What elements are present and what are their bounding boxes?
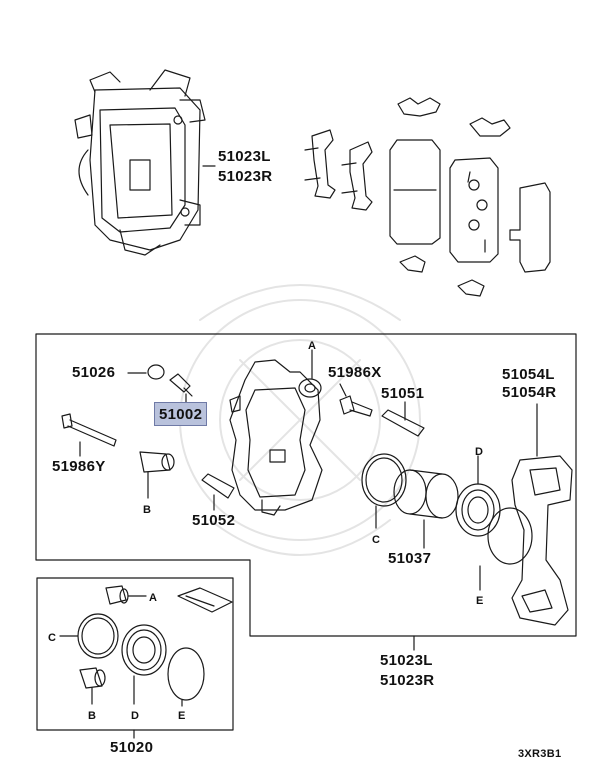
caliper-body (229, 359, 323, 516)
caliper-assembly-drawing (74, 69, 206, 256)
piston (393, 469, 459, 549)
kit-boot-a (105, 585, 147, 605)
letter-b-left: B (143, 504, 152, 516)
label-mounting-r[interactable]: 51054R (502, 384, 557, 401)
label-pin-bolt-left[interactable]: 51986Y (52, 458, 106, 475)
letter-a-top: A (308, 340, 317, 352)
piston-seal-c (361, 453, 407, 529)
letter-a-kit: A (149, 592, 158, 604)
label-sleeve-lower[interactable]: 51052 (192, 512, 236, 529)
kit-grease-packet (177, 587, 233, 613)
letter-d-mid: D (475, 446, 484, 458)
kit-boot-d (121, 624, 167, 705)
pin-boot-a (298, 349, 322, 398)
kit-box (36, 577, 234, 731)
sleeve-upper (381, 401, 425, 437)
bushing (127, 364, 165, 380)
label-caliper-assembly-r[interactable]: 51023R (218, 168, 273, 185)
pin-bolt-y (61, 413, 117, 457)
letter-d-kit: D (131, 710, 140, 722)
pin-boot-b (139, 451, 175, 499)
pad-shim-right (509, 182, 551, 273)
label-bleeder-highlighted[interactable]: 51002 (154, 402, 208, 426)
label-caliper-assembly-l[interactable]: 51023L (218, 148, 271, 165)
kit-ring-e (167, 647, 205, 707)
sleeve-lower (201, 473, 235, 511)
label-bottom-assembly-l[interactable]: 51023L (380, 652, 433, 669)
pad-shims-left (304, 129, 373, 211)
letter-b-kit: B (88, 710, 97, 722)
dust-boot-d (455, 455, 501, 537)
pin-bolt-x (339, 383, 373, 417)
assembly-box (35, 333, 577, 637)
letter-c-kit: C (48, 632, 57, 644)
label-mounting-l[interactable]: 51054L (502, 366, 555, 383)
kit-boot-b (79, 667, 106, 705)
diagram-code: 3XR3B1 (518, 748, 562, 760)
kit-seal-c (59, 613, 119, 659)
label-pin-bolt-right[interactable]: 51986X (328, 364, 382, 381)
label-kit[interactable]: 51020 (110, 739, 154, 756)
label-bushing[interactable]: 51026 (72, 364, 116, 381)
watermark-emblem (179, 284, 421, 556)
retaining-ring-e (479, 507, 533, 591)
letter-e-kit: E (178, 710, 186, 722)
label-piston[interactable]: 51037 (388, 550, 432, 567)
letter-c-mid: C (372, 534, 381, 546)
caliper-mounting (511, 403, 573, 626)
label-bottom-assembly-r[interactable]: 51023R (380, 672, 435, 689)
pad-clips (397, 97, 511, 297)
letter-e-mid: E (476, 595, 484, 607)
brake-pads (389, 139, 499, 263)
label-sleeve-upper[interactable]: 51051 (381, 385, 425, 402)
